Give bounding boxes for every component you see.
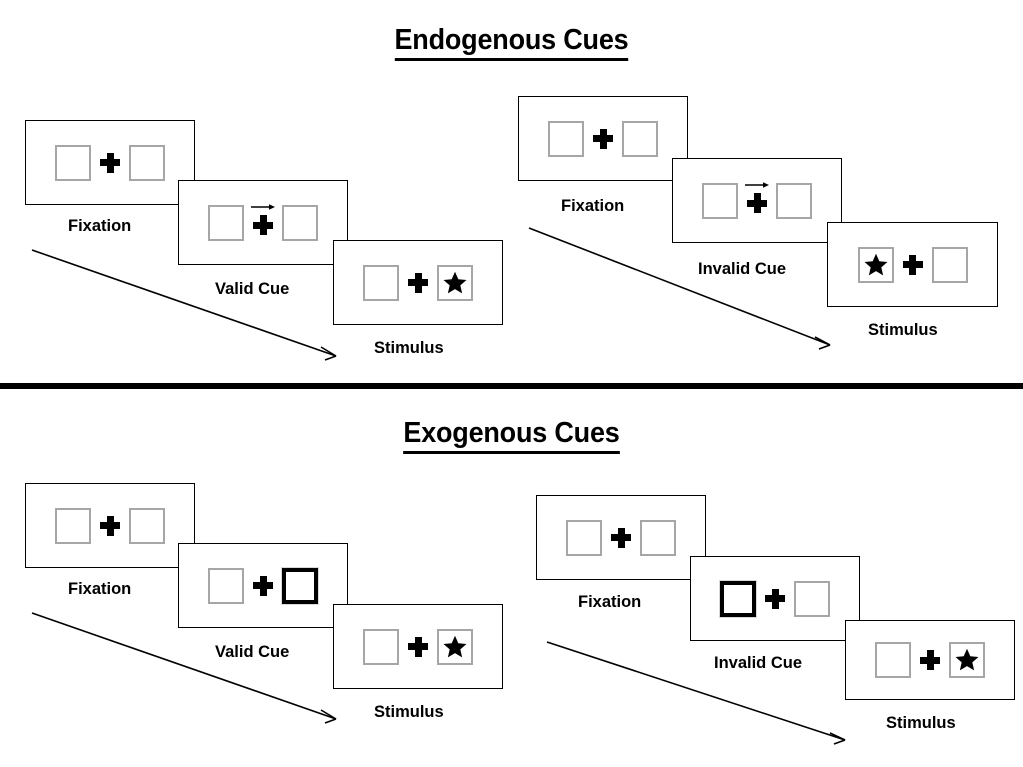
stimulus-box-right (129, 507, 165, 544)
fixation-cross-icon (894, 247, 932, 283)
stimulus-box-left (857, 246, 894, 283)
stimulus-box-left (875, 642, 911, 678)
stimulus-box-right (640, 519, 676, 556)
caption-endogenous-invalid-cue: Invalid Cue (698, 260, 787, 278)
section-title-endogenous-text: Endogenous Cues (394, 26, 629, 61)
stimulus-box-left (566, 519, 602, 556)
section-title-exogenous: Exogenous Cues (36, 419, 987, 454)
panel-endogenous-invalid-stimulus[interactable] (827, 222, 998, 307)
stimulus-box-right (282, 204, 318, 241)
stimulus-box-right (622, 120, 658, 157)
caption-endogenous-invalid-stimulus: Stimulus (868, 321, 938, 339)
section-divider (0, 383, 1023, 389)
caption-exogenous-valid-stimulus: Stimulus (374, 703, 444, 721)
panel-exogenous-valid-cue[interactable] (178, 543, 348, 628)
stimulus-box-left (363, 264, 399, 301)
panel-exogenous-valid-stimulus[interactable] (333, 604, 503, 689)
stimulus-box-right (437, 264, 473, 301)
arrow-right-icon (250, 202, 276, 212)
stimulus-box-right (949, 642, 985, 678)
panel-endogenous-valid-stimulus[interactable] (333, 240, 503, 325)
stimulus-box-left (363, 628, 399, 665)
caption-endogenous-invalid-fixation: Fixation (561, 197, 625, 215)
stimulus-box-left (702, 182, 738, 219)
stimulus-box-left (55, 144, 91, 181)
stimulus-box-right (776, 182, 812, 219)
stimulus-box-left (548, 120, 584, 157)
fixation-cross-icon (244, 568, 282, 604)
caption-exogenous-valid-cue: Valid Cue (215, 643, 290, 661)
stimulus-box-right-cued (282, 567, 318, 604)
stimulus-box-left (55, 507, 91, 544)
fixation-cross-icon (911, 642, 949, 678)
fixation-cross-icon (399, 265, 437, 301)
fixation-cross-icon (584, 121, 622, 157)
stimulus-box-left-cued (720, 580, 756, 617)
star-icon (442, 270, 468, 296)
star-icon (954, 647, 980, 673)
panel-exogenous-invalid-stimulus[interactable] (845, 620, 1015, 700)
panel-endogenous-valid-fixation[interactable] (25, 120, 195, 205)
arrow-right-icon (744, 180, 770, 190)
time-flow-arrow-exogenous-valid (30, 611, 350, 733)
section-title-endogenous: Endogenous Cues (36, 26, 987, 61)
time-flow-arrow-exogenous-invalid (545, 640, 865, 752)
fixation-cross-icon (399, 629, 437, 665)
caption-exogenous-valid-fixation: Fixation (68, 580, 132, 598)
caption-endogenous-valid-stimulus: Stimulus (374, 339, 444, 357)
panel-endogenous-invalid-cue[interactable] (672, 158, 842, 243)
caption-exogenous-invalid-fixation: Fixation (578, 593, 642, 611)
stimulus-box-left (208, 204, 244, 241)
fixation-cross-icon (602, 520, 640, 556)
stimulus-box-left (208, 567, 244, 604)
stimulus-box-right (437, 628, 473, 665)
panel-endogenous-valid-cue[interactable] (178, 180, 348, 265)
fixation-cross-icon (738, 180, 776, 219)
caption-endogenous-valid-fixation: Fixation (68, 217, 132, 235)
caption-endogenous-valid-cue: Valid Cue (215, 280, 290, 298)
caption-exogenous-invalid-cue: Invalid Cue (714, 654, 803, 672)
panel-exogenous-invalid-cue[interactable] (690, 556, 860, 641)
fixation-cross-icon (91, 145, 129, 181)
panel-endogenous-invalid-fixation[interactable] (518, 96, 688, 181)
star-icon (863, 252, 889, 278)
star-icon (442, 634, 468, 660)
fixation-cross-icon (756, 581, 794, 617)
caption-exogenous-invalid-stimulus: Stimulus (886, 714, 956, 732)
panel-exogenous-invalid-fixation[interactable] (536, 495, 706, 580)
panel-exogenous-valid-fixation[interactable] (25, 483, 195, 568)
section-title-exogenous-text: Exogenous Cues (403, 419, 620, 454)
time-flow-arrow-endogenous-valid (30, 248, 350, 370)
stimulus-box-right (931, 246, 968, 283)
stimulus-box-right (129, 144, 165, 181)
time-flow-arrow-endogenous-invalid (527, 226, 847, 358)
stimulus-box-right (794, 580, 830, 617)
fixation-cross-icon (244, 202, 282, 241)
fixation-cross-icon (91, 508, 129, 544)
